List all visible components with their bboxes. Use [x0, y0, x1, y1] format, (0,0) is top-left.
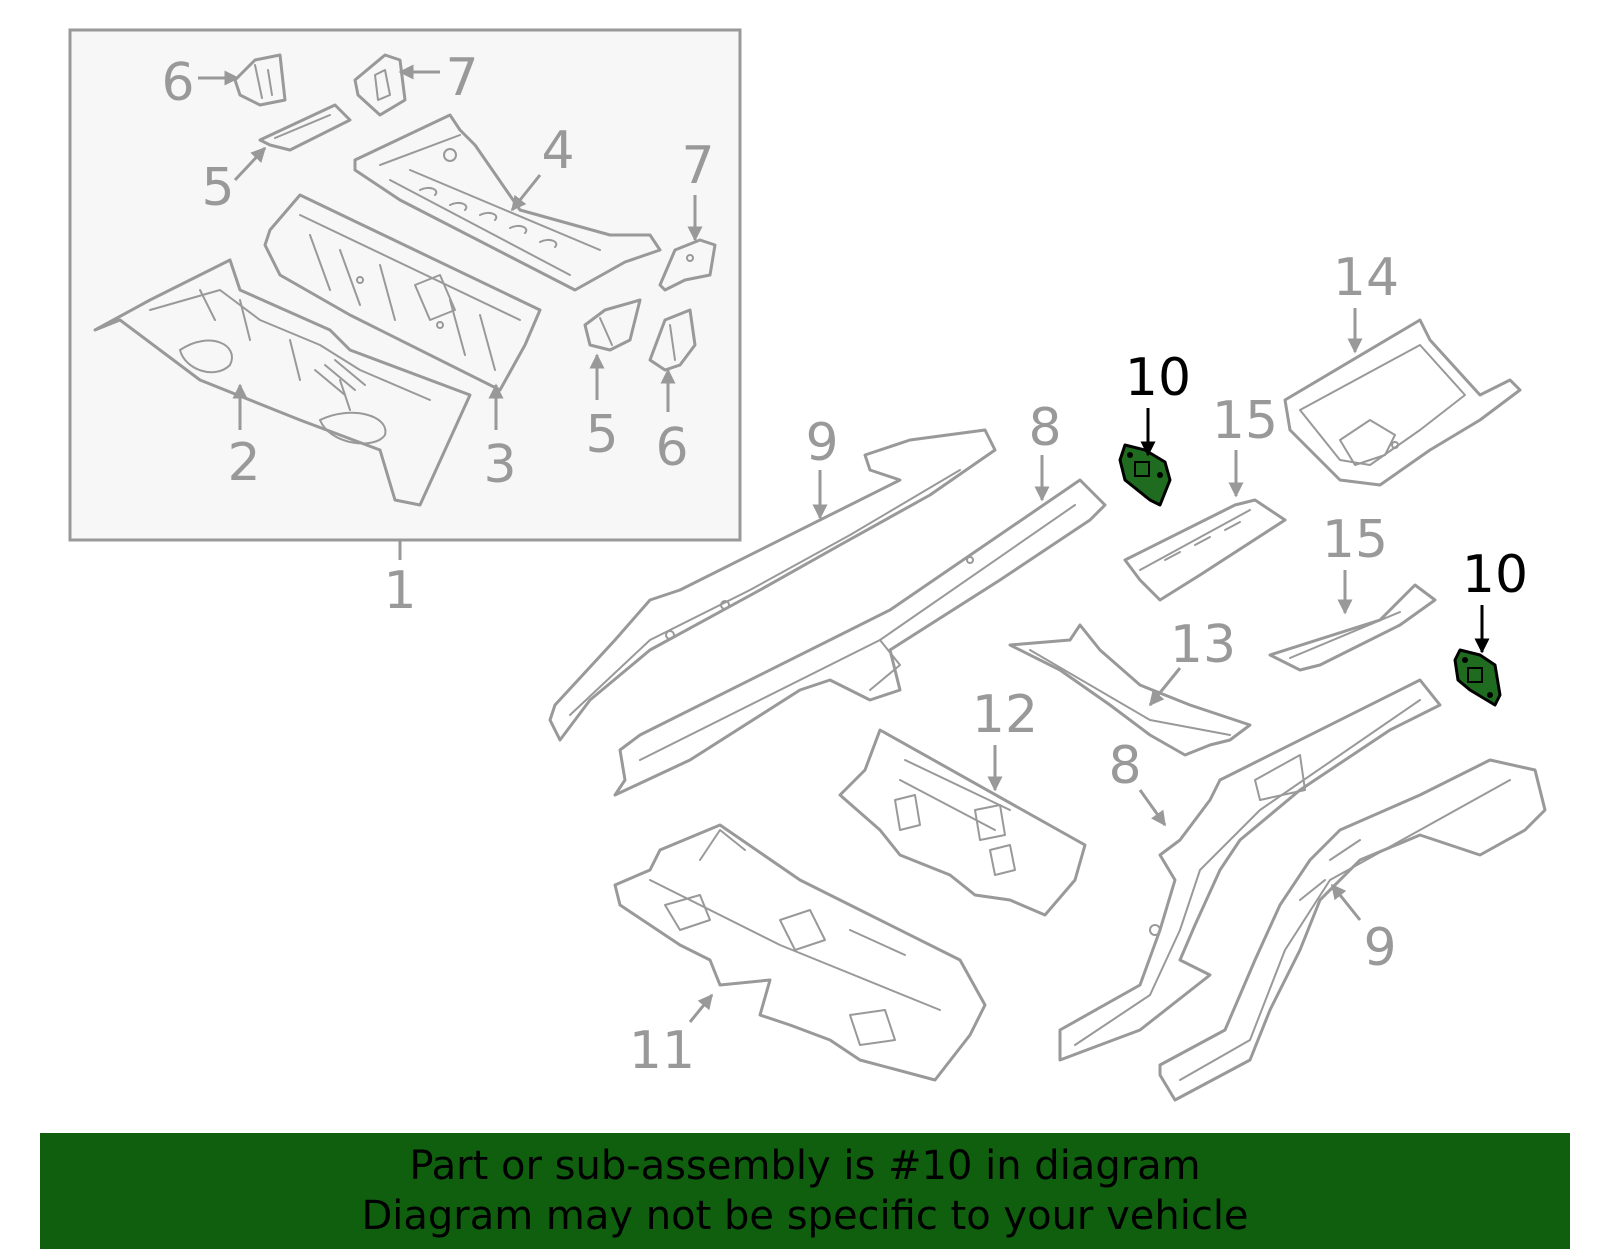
part-15-reinforcement-lower[interactable] [1268, 583, 1437, 672]
part-2-floor-pan[interactable] [93, 258, 472, 507]
part-5-bracket-lower[interactable] [583, 298, 642, 352]
part-5-bracket-upper[interactable] [258, 103, 352, 152]
callout-8-upper: 8 [1028, 398, 1061, 458]
part-10-bracket-upper[interactable] [1118, 443, 1172, 507]
callout-7-upper: 7 [445, 48, 478, 108]
callout-15-lower: 15 [1322, 510, 1388, 570]
part-8-rail-upper[interactable] [613, 478, 1107, 797]
callout-8-lower: 8 [1108, 736, 1141, 796]
banner-line-2: Diagram may not be specific to your vehi… [361, 1193, 1249, 1239]
part-11-crossmember[interactable] [613, 823, 987, 1082]
part-12-panel[interactable] [838, 728, 1087, 917]
part-14-spare-well[interactable] [1283, 318, 1522, 487]
callout-6-upper: 6 [161, 53, 194, 113]
callout-7-lower: 7 [681, 136, 714, 196]
part-7-bracket-lower[interactable] [658, 238, 717, 292]
banner-line-1: Part or sub-assembly is #10 in diagram [409, 1143, 1201, 1189]
callout-6-lower: 6 [655, 418, 688, 478]
part-15-reinforcement-upper[interactable] [1123, 498, 1287, 602]
callout-4: 4 [541, 121, 574, 181]
callout-14: 14 [1333, 248, 1399, 308]
callout-9-lower: 9 [1363, 918, 1396, 978]
callout-5-lower: 5 [585, 405, 618, 465]
part-6-bracket-upper[interactable] [233, 53, 287, 107]
callout-13: 13 [1170, 615, 1236, 675]
part-7-bracket-upper[interactable] [353, 53, 407, 117]
callout-9-upper: 9 [805, 413, 838, 473]
callout-1: 1 [383, 561, 416, 621]
callout-15-upper: 15 [1212, 391, 1278, 451]
part-9-rail-upper[interactable] [548, 428, 997, 742]
part-13-cross-member[interactable] [1008, 623, 1252, 757]
callout-10-upper: 10 [1125, 348, 1191, 408]
part-10-bracket-lower[interactable] [1453, 648, 1502, 707]
callout-2: 2 [227, 433, 260, 493]
part-8-rail-lower[interactable] [1058, 678, 1442, 1062]
callout-12: 12 [972, 685, 1038, 745]
callout-11: 11 [629, 1021, 695, 1081]
callout-5-upper: 5 [201, 158, 234, 218]
part-4-rear-panel[interactable] [353, 113, 662, 292]
callout-10-lower: 10 [1462, 545, 1528, 605]
part-9-rail-lower[interactable] [1158, 758, 1547, 1102]
callout-3: 3 [483, 435, 516, 495]
info-banner: Part or sub-assembly is #10 in diagram D… [40, 1133, 1570, 1249]
